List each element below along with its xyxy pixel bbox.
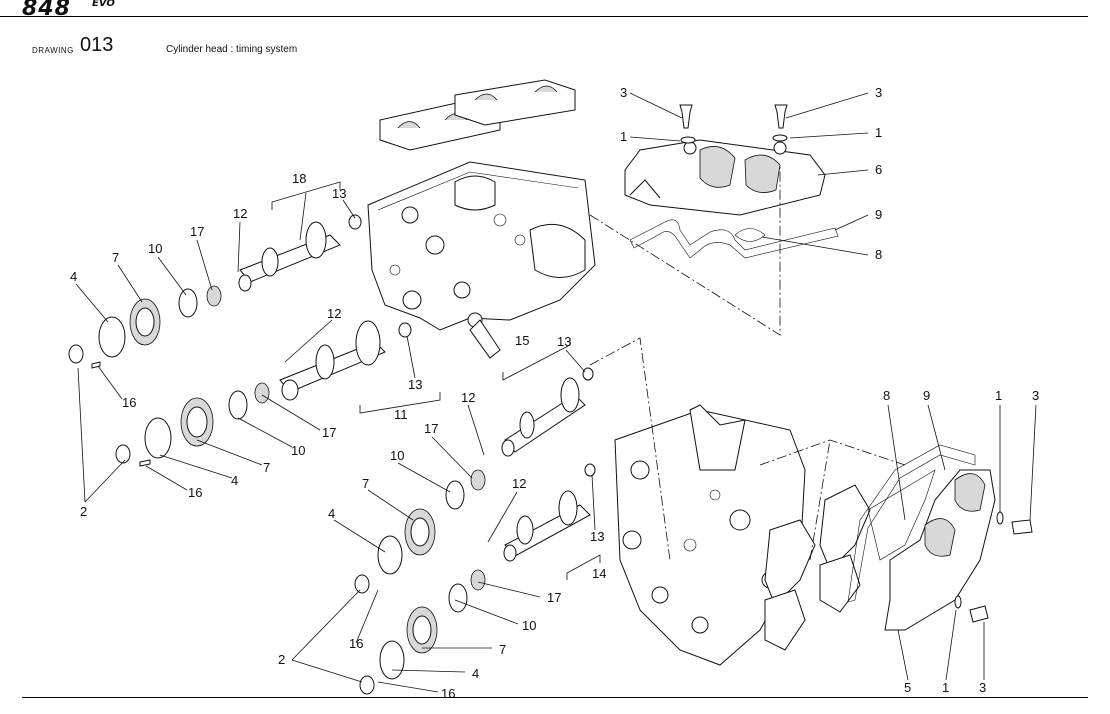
callout-label: 3: [979, 680, 986, 695]
callout-label: 12: [327, 306, 341, 321]
callout-label: 1: [995, 388, 1002, 403]
camshaft-caps-lower: [764, 484, 871, 651]
timing-gear-4: [359, 569, 486, 695]
callout-label: 13: [408, 377, 422, 392]
drawing-number: 013: [80, 34, 114, 56]
callout-label: 12: [233, 206, 247, 221]
cylinder-head-lower: [614, 404, 806, 666]
timing-gear-1: [68, 285, 222, 369]
callout-label: 11: [394, 407, 408, 422]
bolts-lower: [954, 511, 1033, 623]
camshaft-assembly-1: [238, 214, 362, 292]
leader-lines: [75, 92, 1037, 693]
brand-logo: 848: [22, 0, 71, 21]
callout-label: 3: [620, 85, 627, 100]
callout-label: 17: [424, 421, 438, 436]
callout-label: 3: [875, 85, 882, 100]
callout-label: 17: [547, 590, 561, 605]
callout-label: 4: [328, 506, 335, 521]
callout-label: 8: [883, 388, 890, 403]
callout-label: 7: [362, 476, 369, 491]
callout-label: 8: [875, 247, 882, 262]
callout-label: 10: [291, 443, 305, 458]
footer-rule: [22, 697, 1088, 698]
callout-label: 17: [190, 224, 204, 239]
timing-gear-3: [354, 469, 486, 594]
callout-label: 3: [1032, 388, 1039, 403]
gasket-upper: [629, 219, 839, 259]
callout-label: 5: [904, 680, 911, 695]
callout-label: 10: [522, 618, 536, 633]
callout-label: 7: [112, 250, 119, 265]
callout-label: 18: [292, 171, 306, 186]
callout-label: 4: [231, 473, 238, 488]
cylinder-head-upper: [367, 161, 596, 359]
camshaft-assembly-4: [503, 463, 596, 562]
callout-label: 15: [515, 333, 529, 348]
callout-label: 2: [80, 504, 87, 519]
callout-label: 4: [70, 269, 77, 284]
callout-label: 17: [322, 425, 336, 440]
callout-labels: 3 3 1 1 6 9 8 18 13 12 17 10 7 4 16 2 12…: [70, 85, 1039, 701]
callout-label: 9: [875, 207, 882, 222]
callout-label: 14: [592, 566, 606, 581]
drawing-title: Cylinder head : timing system: [166, 44, 298, 55]
callout-label: 12: [461, 390, 475, 405]
callout-label: 7: [499, 642, 506, 657]
callout-label: 9: [923, 388, 930, 403]
axis-lines: [589, 165, 906, 561]
callout-label: 16: [122, 395, 136, 410]
callout-label: 6: [875, 162, 882, 177]
callout-label: 16: [441, 686, 455, 701]
valve-cover-lower: [847, 444, 996, 631]
callout-label: 7: [263, 460, 270, 475]
drawing-label: DRAWING: [32, 46, 74, 55]
callout-label: 16: [188, 485, 202, 500]
callout-label: 12: [512, 476, 526, 491]
camshaft-assembly-2: [279, 320, 412, 401]
timing-gear-2: [115, 382, 270, 467]
bolts-upper: [679, 104, 788, 144]
callout-label: 1: [620, 129, 627, 144]
callout-label: 10: [390, 448, 404, 463]
camshaft-assembly-3: [501, 367, 594, 457]
callout-label: 10: [148, 241, 162, 256]
callout-label: 4: [472, 666, 479, 681]
valve-cover-upper: [624, 139, 826, 216]
callout-label: 13: [332, 186, 346, 201]
header-rule: [0, 16, 1088, 17]
callout-label: 2: [278, 652, 285, 667]
callout-label: 13: [590, 529, 604, 544]
brand-logo-suffix: EVO: [92, 0, 115, 9]
camshaft-caps-upper: [379, 79, 576, 151]
callout-label: 16: [349, 636, 363, 651]
callout-label: 13: [557, 334, 571, 349]
callout-label: 1: [875, 125, 882, 140]
callout-label: 1: [942, 680, 949, 695]
